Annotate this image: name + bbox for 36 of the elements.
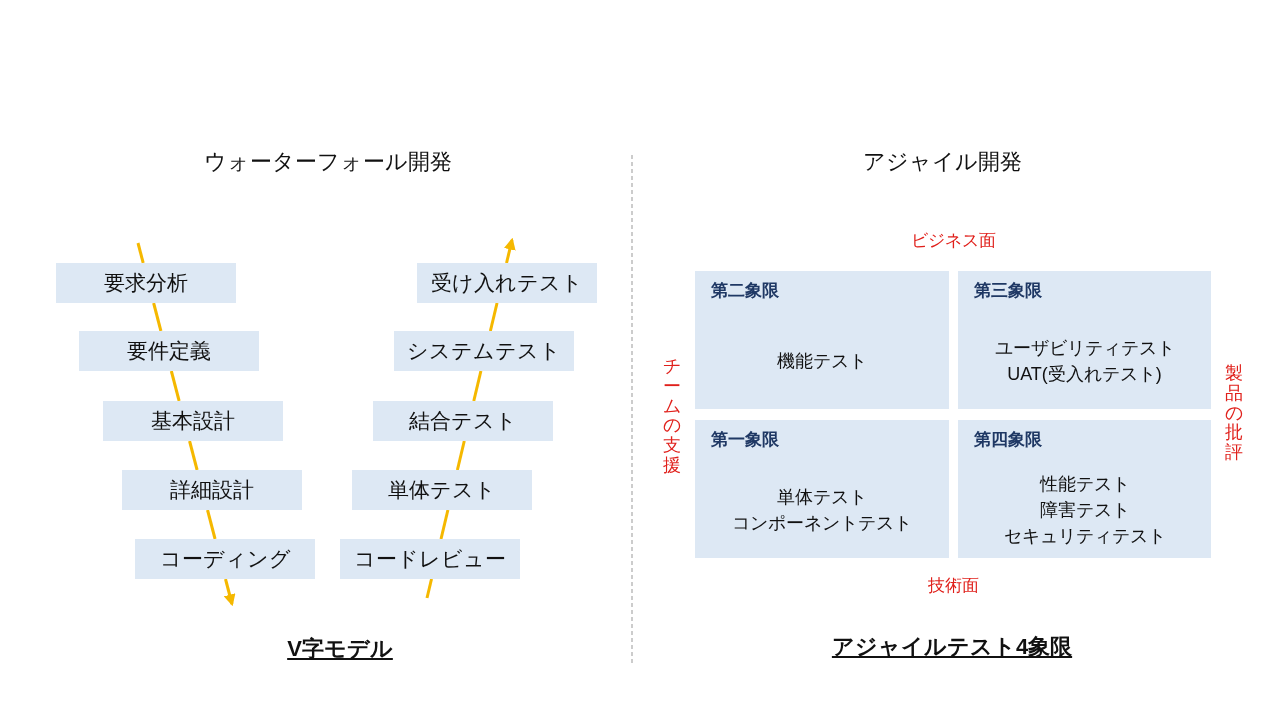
quadrant-heading: 第四象限 (974, 429, 1042, 451)
process-box: 受け入れテスト (417, 263, 597, 303)
process-box: 結合テスト (373, 401, 553, 441)
test-type-text: セキュリティテスト (1003, 525, 1166, 548)
axis-label: ビジネス面 (910, 229, 996, 252)
arrow (503, 237, 516, 264)
quadrant-panel (695, 420, 949, 558)
test-type-text: UAT(受入れテスト) (1007, 363, 1162, 386)
model-title: アジャイルテスト4象限 (831, 632, 1073, 661)
quadrant-heading: 第三象限 (974, 280, 1042, 302)
test-type-text: 障害テスト (1039, 499, 1130, 522)
quadrant-heading: 第一象限 (711, 429, 779, 451)
process-box: 詳細設計 (122, 470, 302, 510)
process-box: 要求分析 (56, 263, 236, 303)
quadrant-heading: 第二象限 (711, 280, 779, 302)
test-type-text: 単体テスト (777, 486, 867, 509)
process-box: 単体テスト (352, 470, 532, 510)
axis-label: 技術面 (927, 574, 979, 597)
test-type-text: コンポーネントテスト (732, 512, 912, 535)
process-box: 基本設計 (103, 401, 283, 441)
process-box: コードレビュー (340, 539, 520, 579)
process-box: システムテスト (394, 331, 574, 371)
quadrant-panel (958, 420, 1211, 558)
axis-label: チームの支援 (663, 357, 681, 476)
axis-label: 製品の批評 (1225, 364, 1243, 463)
test-type-text: 性能テスト (1039, 473, 1130, 496)
section-title: ウォーターフォール開発 (204, 147, 452, 176)
quadrant-panel (695, 271, 949, 409)
test-type-text: 機能テスト (777, 350, 867, 373)
test-type-text: ユーザビリティテスト (994, 337, 1175, 360)
model-title: V字モデル (287, 634, 393, 663)
arrow (223, 578, 236, 607)
quadrant-panel (958, 271, 1211, 409)
process-box: コーディング (135, 539, 315, 579)
process-box: 要件定義 (79, 331, 259, 371)
section-title: アジャイル開発 (862, 147, 1022, 176)
